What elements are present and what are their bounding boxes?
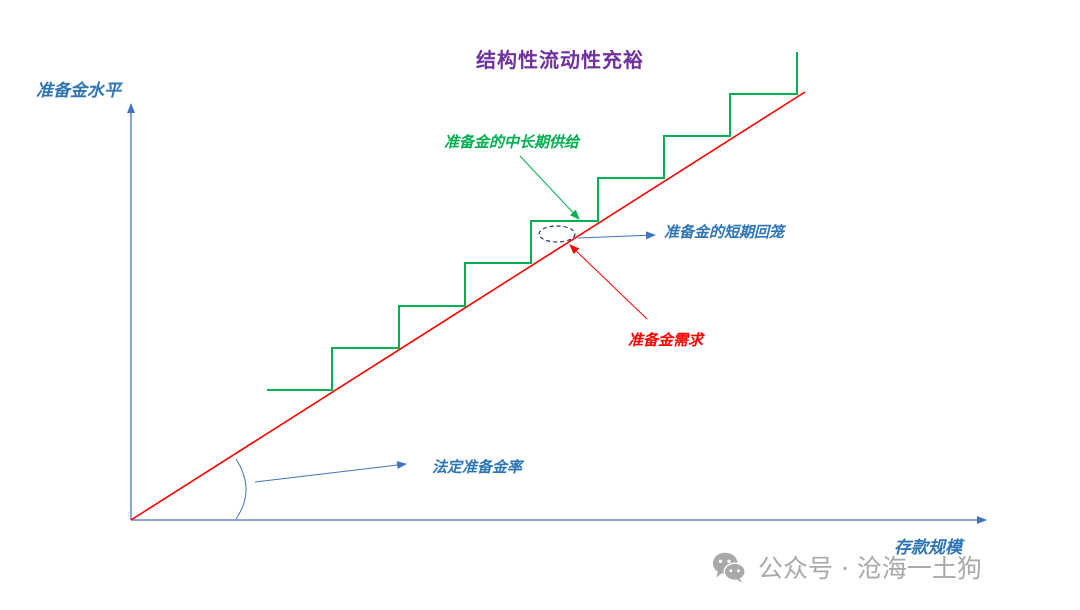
demand-pointer-arrow — [569, 244, 648, 320]
short-term-ellipse — [538, 225, 576, 243]
wechat-icon — [712, 552, 746, 584]
short-term-pointer-arrow — [577, 231, 656, 240]
supply-pointer-arrow — [519, 155, 580, 220]
ratio-pointer-arrow — [254, 461, 407, 483]
statutory-ratio-annotation: 法定准备金率 — [432, 458, 523, 476]
ratio-angle-arc — [235, 458, 247, 520]
demand-annotation: 准备金需求 — [628, 331, 704, 349]
short-term-annotation: 准备金的短期回笼 — [664, 223, 785, 241]
supply-staircase — [267, 52, 798, 391]
y-axis-label: 准备金水平 — [36, 81, 121, 101]
x-axis-label: 存款规模 — [894, 538, 962, 558]
demand-line — [130, 91, 806, 521]
supply-annotation: 准备金的中长期供给 — [444, 133, 580, 151]
watermark-text: 公众号 · 沧海一土狗 — [758, 554, 982, 583]
diagram-title: 结构性流动性充裕 — [476, 48, 644, 72]
watermark: 公众号 · 沧海一土狗 — [710, 548, 982, 586]
